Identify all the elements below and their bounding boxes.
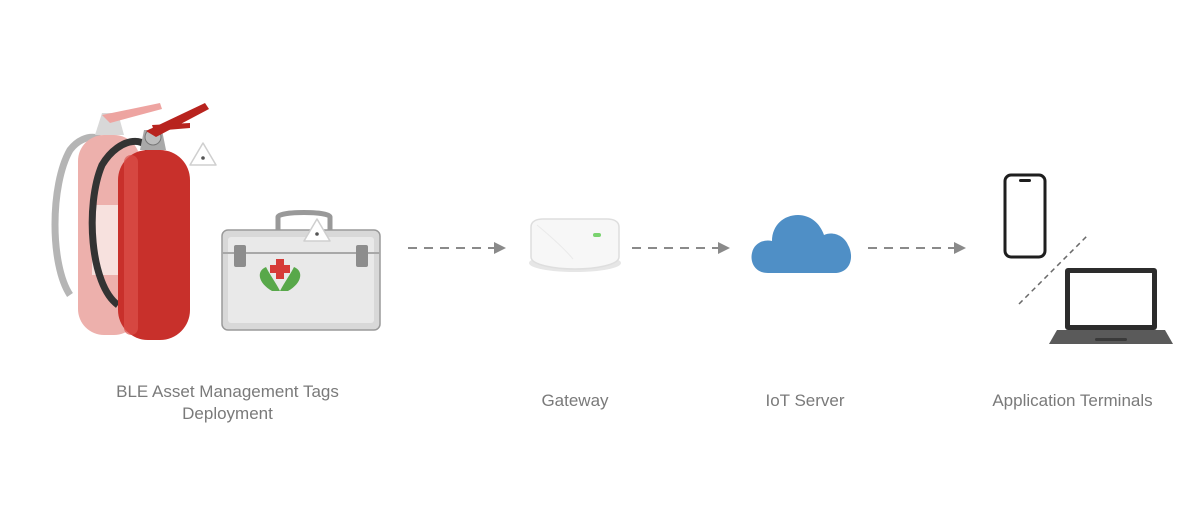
first-aid-case-icon [221,210,381,331]
smartphone-icon [1003,173,1047,259]
ble-tag-icon [303,218,331,242]
divider-line [1018,235,1088,305]
flow-arrow [868,242,966,254]
gateway-device-icon [529,218,621,272]
tags-label: BLE Asset Management Tags Deployment [90,381,365,425]
flow-arrow [632,242,730,254]
laptop-icon [1049,268,1173,344]
iot-server-label: IoT Server [765,391,845,410]
terminals-illustration [1003,173,1173,344]
asset-illustration [51,103,381,340]
ble-tag-icon [189,142,217,166]
cloud-icon [751,215,852,273]
application-terminals-label: Application Terminals [992,391,1153,410]
tags-label-line2: Deployment [182,404,273,423]
fire-extinguisher-icon [88,103,209,340]
tags-label-line1: BLE Asset Management Tags [116,382,339,401]
flow-arrow [408,242,506,254]
gateway-label: Gateway [541,391,609,410]
